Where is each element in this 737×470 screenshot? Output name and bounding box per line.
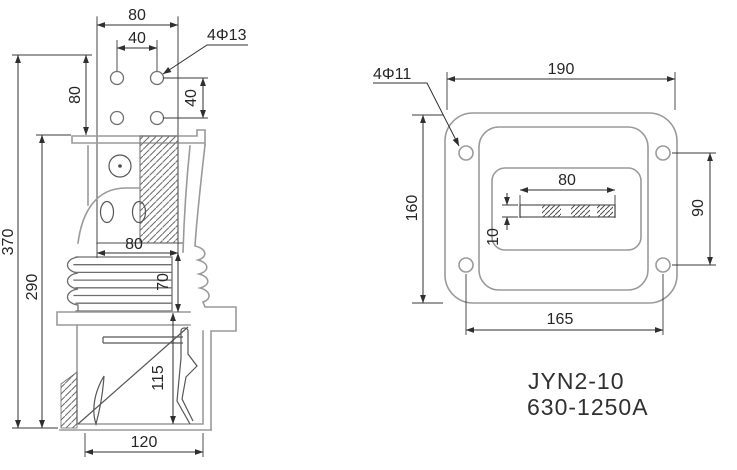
front-section-view: 80 40 40 4Φ13 370 290 80 80 70 115 120 <box>0 7 248 457</box>
dim-terminal-height: 80 <box>67 86 84 104</box>
dim-bellows-height: 70 <box>155 273 172 291</box>
fixing-hole-center <box>118 164 122 168</box>
dim-flange-height: 160 <box>404 195 421 222</box>
dim-hole-pitch-v: 90 <box>690 199 707 217</box>
leader-flange-holes: 4Φ11 <box>373 66 411 83</box>
slot-hole <box>99 200 115 224</box>
model-label: JYN2-10 <box>528 368 624 394</box>
bolt-hole <box>149 110 165 126</box>
fixing-hole <box>108 154 132 178</box>
flange-outline <box>444 112 678 304</box>
dim-box-width: 120 <box>131 434 158 451</box>
busbar-hatch <box>571 205 590 217</box>
busbar-hatch <box>597 205 613 217</box>
dim-hole-pitch-side: 40 <box>183 89 200 107</box>
rating-label: 630-1250A <box>527 394 649 420</box>
dim-box-depth: 115 <box>150 365 167 391</box>
box-wall-section-hatch <box>60 371 78 429</box>
dim-lower-height: 290 <box>24 274 41 301</box>
dim-bar-width: 80 <box>558 172 576 189</box>
flange-window <box>491 167 642 251</box>
flange-boss <box>478 126 649 291</box>
epoxy-section-hatch <box>139 135 179 244</box>
bolt-hole <box>109 110 125 126</box>
slot-hole <box>131 200 147 224</box>
front-view-dimensions: 80 40 40 4Φ13 370 290 80 80 70 115 120 <box>0 7 248 455</box>
dim-total-height: 370 <box>0 229 17 256</box>
insulator-inner-profile <box>182 145 191 253</box>
section-diagonal <box>77 326 189 425</box>
bolt-hole <box>109 70 125 86</box>
lower-flange <box>56 311 191 326</box>
bolt-hole <box>149 70 165 86</box>
flange-hole <box>458 145 474 161</box>
dim-conductor-width: 80 <box>125 236 143 253</box>
flange-hole <box>655 145 671 161</box>
conductor-bar <box>102 336 183 344</box>
contact-box <box>59 324 212 431</box>
cavity-dome <box>77 187 141 244</box>
dim-bar-thickness: 10 <box>485 228 502 246</box>
dim-top-width: 80 <box>128 7 146 24</box>
dim-flange-width: 190 <box>548 61 575 78</box>
dim-hole-pitch-top: 40 <box>128 30 146 47</box>
flange-hole <box>655 257 671 273</box>
insulator-outer-profile <box>194 144 237 431</box>
bellows <box>66 256 173 312</box>
flange-hole <box>458 257 474 273</box>
top-flange <box>71 129 206 146</box>
side-flange-view: 190 160 90 165 4Φ11 80 10 JYN2-10 630-12… <box>373 61 716 420</box>
dim-hole-pitch-h: 165 <box>547 311 574 328</box>
contact-finger-right <box>176 327 198 425</box>
busbar-hatch <box>542 205 561 217</box>
contact-finger-left <box>93 375 105 427</box>
leader-plate-holes: 4Φ13 <box>207 27 247 44</box>
side-view-dimensions: 190 160 90 165 4Φ11 80 10 <box>373 61 713 333</box>
